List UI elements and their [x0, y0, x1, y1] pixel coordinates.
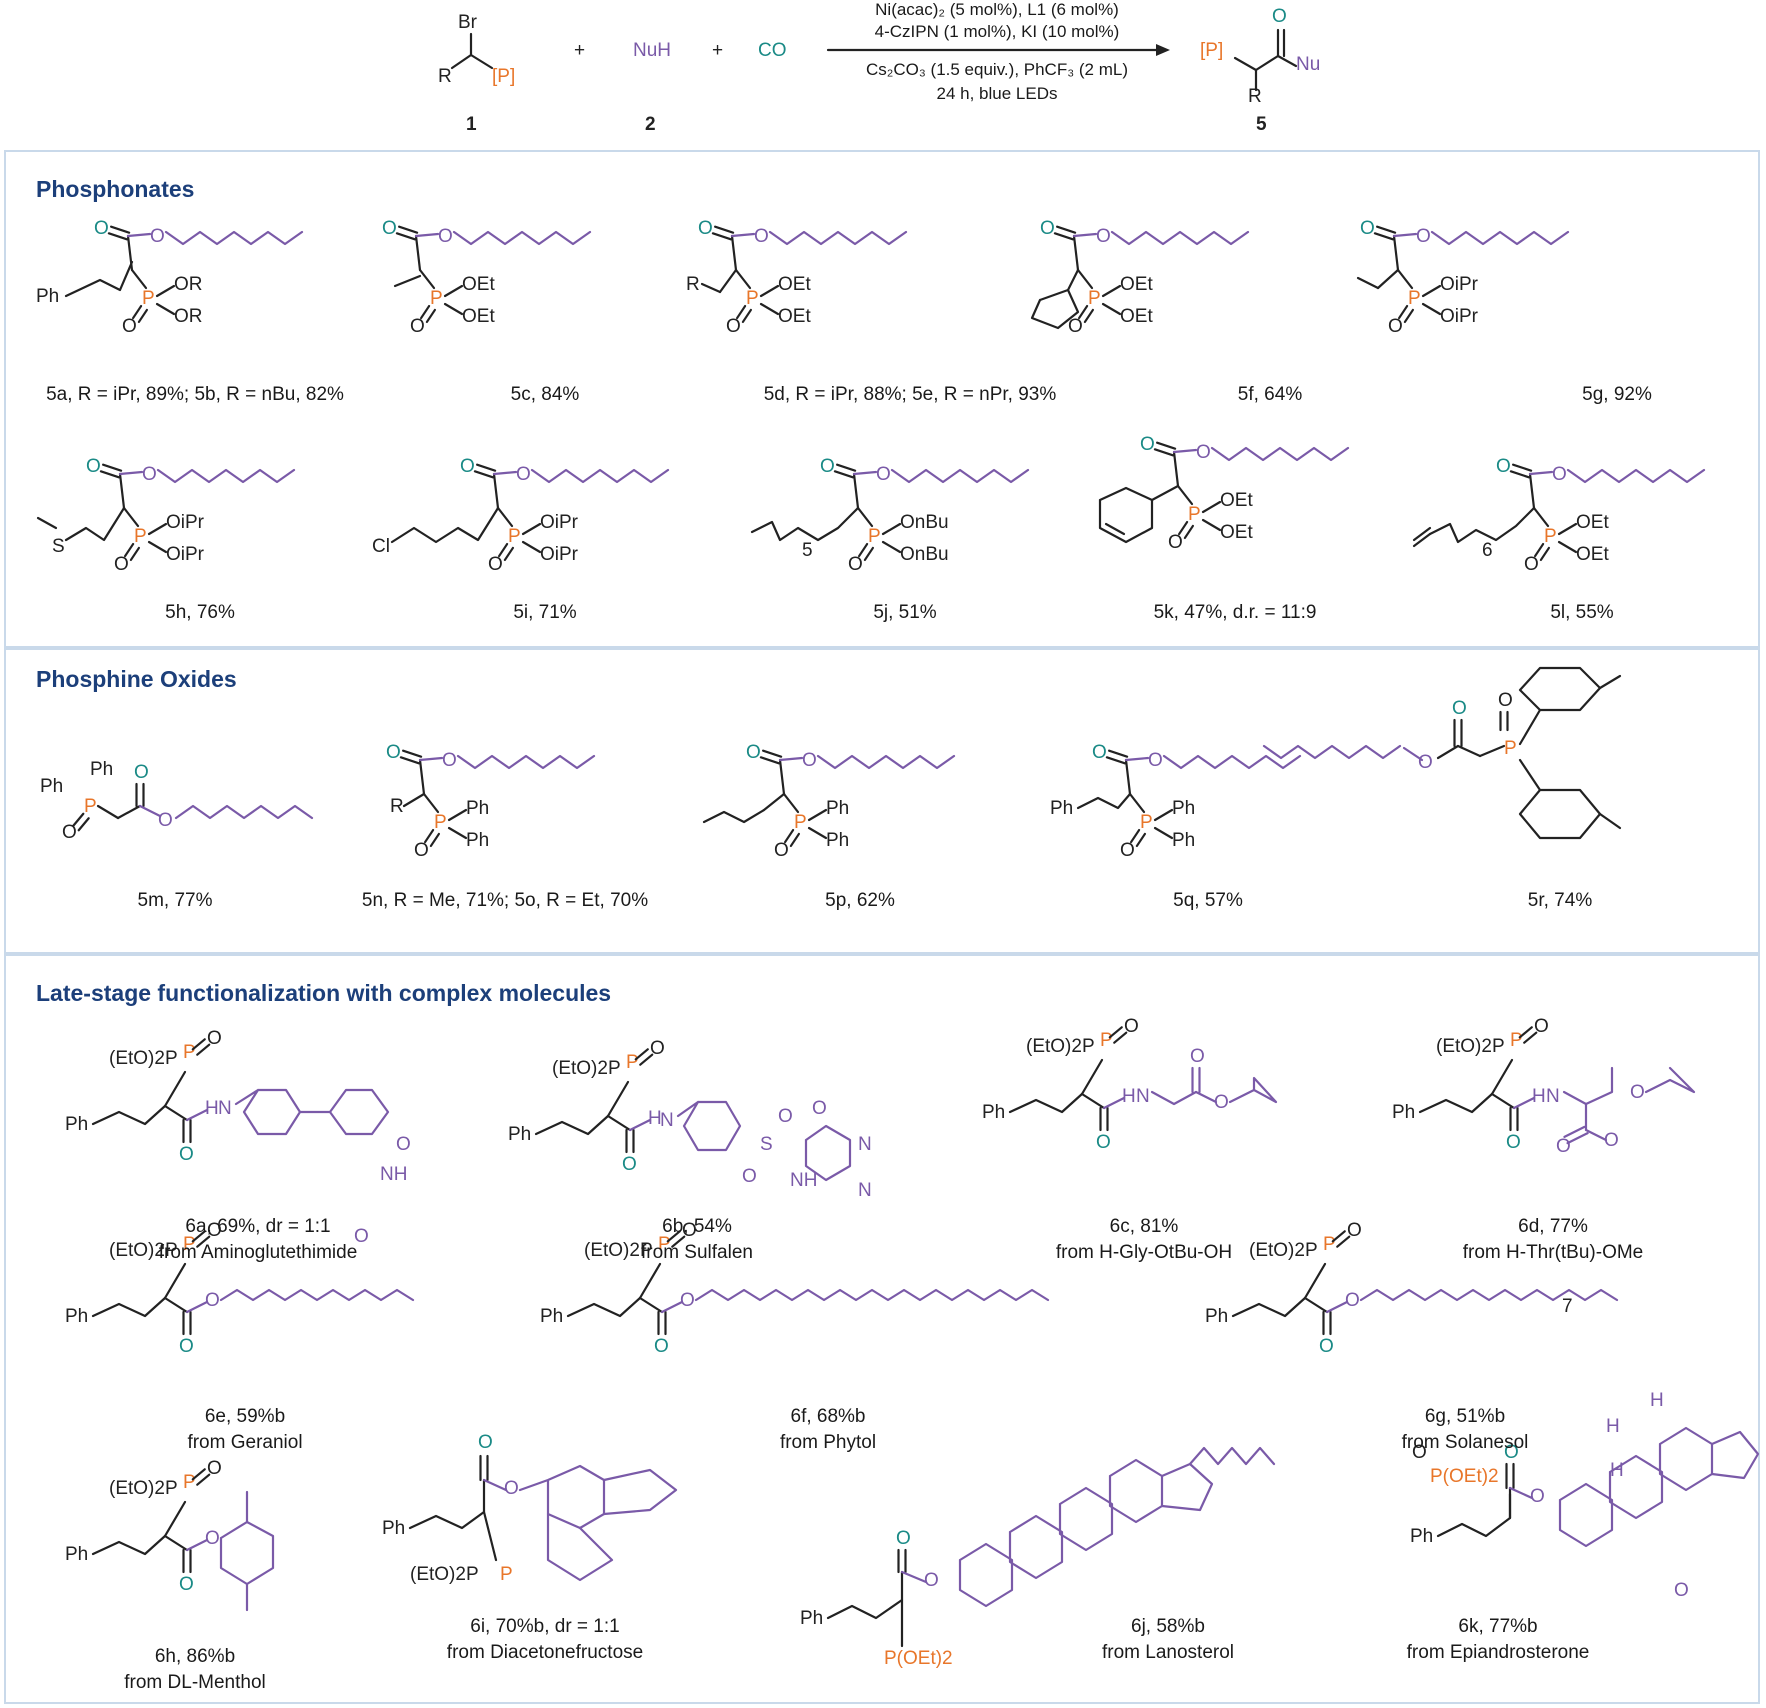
conditions-line4: 24 h, blue LEDs	[936, 84, 1058, 103]
from-6e: from Geraniol	[187, 1432, 303, 1453]
caption-5p: 5p, 62%	[825, 890, 895, 911]
from-6k: from Epiandrosterone	[1406, 1642, 1590, 1663]
conditions-line2: 4-CzIPN (1 mol%), KI (10 mol%)	[874, 22, 1120, 41]
caption-5n-5o: 5n, R = Me, 71%; 5o, R = Et, 70%	[361, 890, 649, 911]
caption-5a-5b: 5a, R = iPr, 89%; 5b, R = nBu, 82%	[46, 384, 344, 405]
caption-5g: 5g, 92%	[1582, 384, 1652, 405]
product-o: O	[1272, 6, 1287, 27]
reactant1-label: 1	[466, 114, 477, 135]
caption-5d-5e: 5d, R = iPr, 88%; 5e, R = nPr, 93%	[763, 384, 1057, 405]
conditions-line1: Ni(acac)₂ (5 mol%), L1 (6 mol%)	[875, 0, 1119, 19]
reaction-scheme: Br R [P] 1 + NuH 2 + CO [P] O Nu R 5 Ni(…	[0, 0, 1766, 150]
from-6h: from DL-Menthol	[124, 1672, 266, 1693]
reactant2-nuh: NuH	[633, 40, 671, 61]
product-nu: Nu	[1296, 54, 1320, 75]
bond	[1233, 56, 1258, 72]
caption-6e: 6e, 59%b	[204, 1406, 286, 1427]
from-6j: from Lanosterol	[1101, 1642, 1235, 1663]
reactant1-r: R	[438, 66, 452, 87]
caption-5r: 5r, 74%	[1527, 890, 1593, 911]
bond	[1276, 54, 1298, 68]
from-6c: from H-Gly-OtBu-OH	[1055, 1242, 1233, 1263]
phosphine-oxides-panel: Phosphine Oxides	[4, 648, 1760, 954]
conditions-line3: Cs₂CO₃ (1.5 equiv.), PhCF₃ (2 mL)	[866, 60, 1128, 79]
section-title-phosphine-oxides: Phosphine Oxides	[36, 666, 237, 692]
caption-5c: 5c, 84%	[510, 384, 580, 405]
arrow-head	[1156, 44, 1170, 56]
scheme-svg: Br R [P] 1 + NuH 2 + CO [P] O Nu R 5	[438, 6, 1320, 135]
reactant1-br: Br	[458, 12, 478, 33]
caption-6j: 6j, 58%b	[1131, 1616, 1205, 1637]
late-stage-panel: Late-stage functionalization with comple…	[4, 954, 1760, 1704]
bond	[450, 53, 473, 70]
product-r: R	[1248, 86, 1262, 107]
caption-6b: 6b, 54%	[662, 1216, 732, 1237]
caption-5j: 5j, 51%	[873, 602, 937, 623]
plus-1: +	[574, 40, 585, 61]
caption-6d: 6d, 77%	[1518, 1216, 1588, 1237]
product-p: [P]	[1200, 40, 1223, 61]
caption-5m: 5m, 77%	[137, 890, 213, 911]
from-6i: from Diacetonefructose	[446, 1642, 644, 1663]
caption-6c: 6c, 81%	[1109, 1216, 1179, 1237]
caption-5k: 5k, 47%, d.r. = 11:9	[1153, 602, 1317, 623]
reactant1-p: [P]	[492, 66, 515, 87]
caption-5i: 5i, 71%	[513, 602, 577, 623]
reactant2-label: 2	[645, 114, 656, 135]
from-6b: from Sulfalen	[641, 1242, 753, 1263]
caption-6a: 6a, 69%, dr = 1:1	[185, 1216, 331, 1237]
bond	[1254, 54, 1280, 72]
from-6f: from Phytol	[779, 1432, 877, 1453]
bond	[469, 53, 494, 70]
section-title-late-stage: Late-stage functionalization with comple…	[36, 980, 612, 1006]
plus-2: +	[712, 40, 723, 61]
caption-5q: 5q, 57%	[1173, 890, 1243, 911]
caption-5l: 5l, 55%	[1550, 602, 1614, 623]
caption-5h: 5h, 76%	[165, 602, 235, 623]
caption-5f: 5f, 64%	[1237, 384, 1303, 405]
from-6g: from Solanesol	[1401, 1432, 1529, 1453]
from-6a: from Aminoglutethimide	[158, 1242, 358, 1263]
caption-6g: 6g, 51%b	[1424, 1406, 1506, 1427]
product-label: 5	[1256, 114, 1267, 135]
section-title-phosphonates: Phosphonates	[36, 176, 195, 202]
caption-6i: 6i, 70%b, dr = 1:1	[470, 1616, 620, 1637]
reactant3-co: CO	[758, 40, 787, 61]
caption-6k: 6k, 77%b	[1458, 1616, 1538, 1637]
caption-6f: 6f, 68%b	[790, 1406, 866, 1427]
from-6d: from H-Thr(tBu)-OMe	[1462, 1242, 1644, 1263]
caption-6h: 6h, 86%b	[154, 1646, 236, 1667]
